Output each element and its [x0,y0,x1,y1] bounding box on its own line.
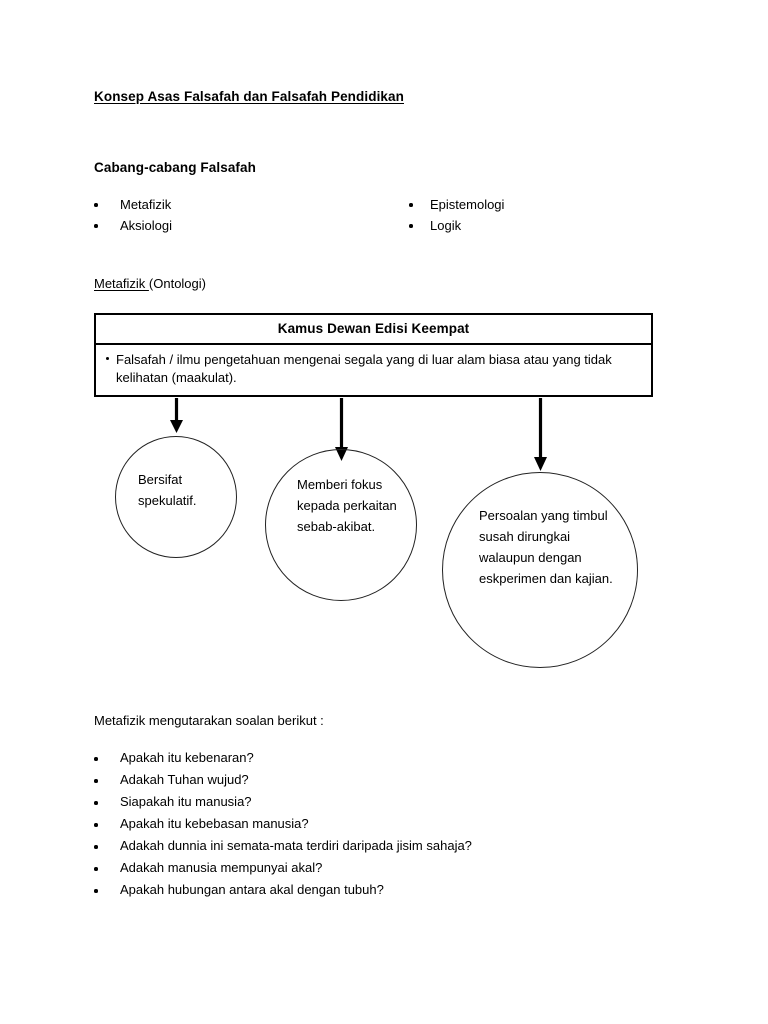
bullet-icon [106,357,109,360]
branch-label: Logik [430,218,462,233]
bullet-icon [94,801,98,805]
list-item: Metafizik [94,194,172,215]
subsection-label-metafizik: Metafizik (Ontologi) [94,276,206,291]
definition-box-header: Kamus Dewan Edisi Keempat [96,315,651,345]
concept-circle-3-text: Persoalan yang timbul susah dirungkai wa… [479,508,613,586]
bullet-icon [409,224,413,228]
bullet-icon [94,845,98,849]
question-label: Adakah manusia mempunyai akal? [120,860,323,875]
list-item: Adakah dunnia ini semata-mata terdiri da… [94,835,472,857]
question-label: Apakah itu kebenaran? [120,750,254,765]
list-item: Epistemologi [409,194,504,215]
question-label: Apakah itu kebebasan manusia? [120,816,309,831]
concept-circle-2: Memberi fokus kepada perkaitan sebab-aki… [265,449,417,601]
definition-box: Kamus Dewan Edisi Keempat Falsafah / ilm… [94,313,653,397]
concept-circle-3: Persoalan yang timbul susah dirungkai wa… [442,472,638,668]
bullet-icon [94,224,98,228]
subsection-label-plain-part: (Ontologi) [148,276,206,291]
question-label: Apakah hubungan antara akal dengan tubuh… [120,882,384,897]
list-item: Apakah itu kebebasan manusia? [94,813,472,835]
concept-circle-1-text: Bersifat spekulatif. [138,472,197,508]
bullet-icon [94,757,98,761]
list-item: Adakah manusia mempunyai akal? [94,857,472,879]
down-arrow-icon-3 [532,398,549,472]
bullet-icon [94,823,98,827]
page-title: Konsep Asas Falsafah dan Falsafah Pendid… [94,89,404,104]
list-item: Aksiologi [94,215,172,236]
list-item: Apakah itu kebenaran? [94,747,472,769]
branch-list-right-column: Epistemologi Logik [409,194,504,236]
list-item: Adakah Tuhan wujud? [94,769,472,791]
definition-box-body: Falsafah / ilmu pengetahuan mengenai seg… [96,345,651,395]
list-item: Logik [409,215,504,236]
section-heading-cabang-falsafah: Cabang-cabang Falsafah [94,160,256,175]
bullet-icon [94,203,98,207]
question-label: Adakah dunnia ini semata-mata terdiri da… [120,838,472,853]
concept-circle-1: Bersifat spekulatif. [115,436,237,558]
subsection-label-underlined-part: Metafizik [94,276,149,291]
questions-list: Apakah itu kebenaran? Adakah Tuhan wujud… [94,747,472,901]
concept-circle-2-text: Memberi fokus kepada perkaitan sebab-aki… [297,477,397,534]
branch-list-left-column: Metafizik Aksiologi [94,194,172,236]
branch-label: Aksiologi [120,218,173,233]
definition-box-body-text: Falsafah / ilmu pengetahuan mengenai seg… [116,352,612,385]
branch-label: Epistemologi [430,197,505,212]
question-label: Adakah Tuhan wujud? [120,772,249,787]
list-item: Apakah hubungan antara akal dengan tubuh… [94,879,472,901]
down-arrow-icon-1 [168,398,185,434]
list-item: Siapakah itu manusia? [94,791,472,813]
bullet-icon [94,779,98,783]
bullet-icon [409,203,413,207]
question-label: Siapakah itu manusia? [120,794,252,809]
branch-label: Metafizik [120,197,172,212]
bullet-icon [94,867,98,871]
questions-intro-text: Metafizik mengutarakan soalan berikut : [94,713,324,728]
bullet-icon [94,889,98,893]
